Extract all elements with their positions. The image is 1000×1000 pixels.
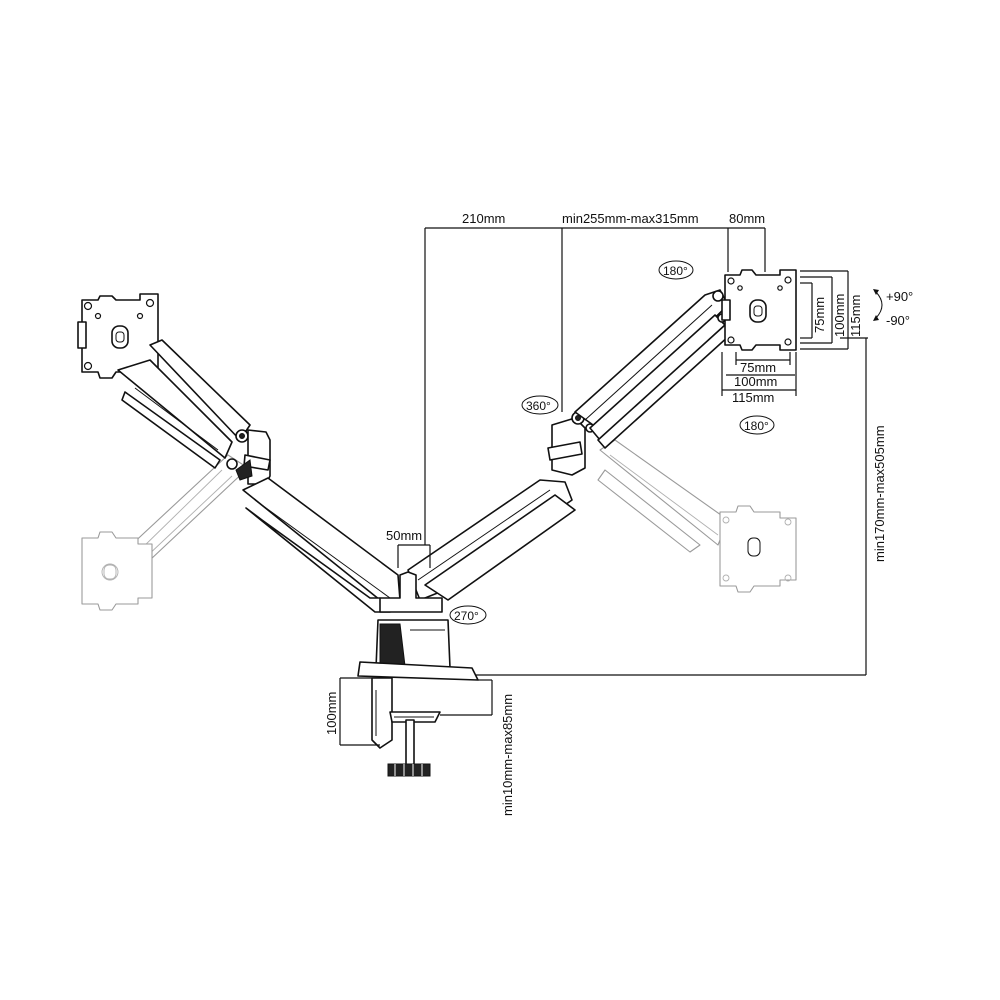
vesa-h115-label: 115mm	[732, 390, 774, 405]
height-range-label: min170mm-max505mm	[872, 425, 887, 562]
right-vesa-plate	[721, 269, 797, 351]
tilt-arrow-icon	[873, 289, 883, 321]
base-rotation-badge: 270°	[449, 605, 487, 625]
height-dimension	[470, 337, 868, 676]
clamp-height-label: 100mm	[324, 692, 339, 735]
swivel-top-badge: 180°	[658, 260, 694, 280]
left-vesa-plate	[77, 293, 159, 381]
vesa-h75-label: 75mm	[740, 360, 776, 375]
right-lower-arm	[407, 479, 576, 601]
center-pole	[357, 544, 479, 681]
plate-offset-label: 80mm	[729, 211, 765, 226]
right-upper-arm	[574, 289, 731, 449]
vesa-v75-label: 75mm	[812, 297, 827, 333]
desk-clamp	[371, 677, 441, 777]
tilt-up-label: +90°	[886, 289, 913, 304]
arm-offset-label: 210mm	[462, 211, 505, 226]
left-elbow-joint	[235, 429, 271, 485]
vesa-v115-label: 115mm	[848, 295, 863, 337]
arm-rotation-badge: 360°	[521, 395, 559, 415]
vesa-dimension-lines	[721, 270, 849, 396]
desk-thickness-label: min10mm-max85mm	[500, 694, 515, 816]
left-lower-arm	[242, 477, 401, 613]
clamp-dimension-lines	[339, 677, 493, 746]
left-upper-arm	[117, 339, 251, 470]
tilt-down-label: -90°	[886, 313, 910, 328]
swivel-bottom-badge: 180°	[739, 415, 775, 435]
vesa-h100-label: 100mm	[734, 374, 777, 389]
base-rotation-label: 270°	[454, 609, 479, 623]
ghost-left-arm	[81, 454, 249, 611]
vesa-v100-label: 100mm	[832, 294, 847, 337]
right-elbow-joint	[547, 411, 595, 476]
top-dimension-lines	[424, 227, 766, 545]
ghost-right-arm	[597, 439, 797, 593]
arm-reach-label: min255mm-max315mm	[562, 211, 699, 226]
swivel-top-label: 180°	[663, 264, 688, 278]
arm-rotation-label: 360°	[526, 399, 551, 413]
pole-width-label: 50mm	[386, 528, 422, 543]
swivel-bottom-label: 180°	[744, 419, 769, 433]
